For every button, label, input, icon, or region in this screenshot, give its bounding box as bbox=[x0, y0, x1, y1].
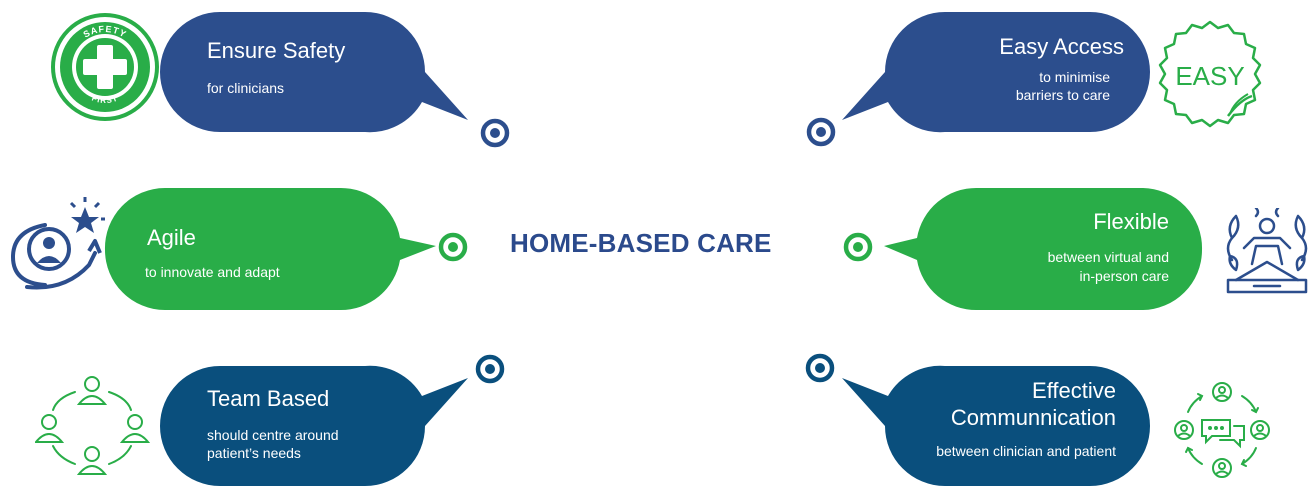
easy-badge-icon: EASY bbox=[1152, 18, 1268, 130]
communication-chat-icon bbox=[1172, 380, 1272, 480]
agile-title: Agile bbox=[147, 225, 196, 250]
target-icon bbox=[806, 117, 836, 147]
ensure-safety-card: Ensure Safety for clinicians bbox=[150, 12, 470, 133]
flexible-title: Flexible bbox=[1093, 209, 1169, 234]
flexible-subtitle-1: between virtual and bbox=[1047, 249, 1169, 265]
safety-first-badge-icon: SAFETY FIRST bbox=[50, 12, 160, 122]
effective-communication-title-1: Effective bbox=[1032, 378, 1116, 403]
center-title: HOME-BASED CARE bbox=[510, 228, 772, 258]
target-icon bbox=[805, 353, 835, 383]
meditation-icon bbox=[1222, 206, 1312, 298]
easy-access-subtitle-2: barriers to care bbox=[1015, 87, 1110, 103]
easy-access-title: Easy Access bbox=[999, 34, 1124, 59]
easy-access-card: Easy Access to minimise barriers to care bbox=[840, 12, 1160, 137]
safety-badge-top-text: SAFETY bbox=[82, 24, 128, 40]
target-icon bbox=[480, 118, 510, 148]
team-network-icon bbox=[33, 372, 151, 482]
agile-card: Agile to innovate and adapt bbox=[100, 187, 440, 313]
easy-badge-text: EASY bbox=[1175, 61, 1244, 91]
safety-badge-bottom-text: FIRST bbox=[91, 94, 119, 106]
flexible-subtitle-2: in-person care bbox=[1079, 268, 1170, 284]
svg-text:FIRST: FIRST bbox=[91, 94, 120, 106]
svg-text:SAFETY: SAFETY bbox=[82, 24, 129, 40]
agile-person-star-icon bbox=[5, 195, 115, 295]
ensure-safety-title: Ensure Safety bbox=[207, 38, 346, 63]
effective-communication-title-2: Communnication bbox=[950, 405, 1116, 430]
effective-communication-card: Effective Communnication between clinici… bbox=[840, 362, 1160, 486]
effective-communication-subtitle: between clinician and patient bbox=[936, 443, 1116, 459]
team-based-subtitle-2: patient’s needs bbox=[207, 445, 301, 461]
easy-access-subtitle-1: to minimise bbox=[1039, 69, 1110, 85]
target-icon bbox=[438, 232, 468, 262]
agile-subtitle: to innovate and adapt bbox=[145, 264, 280, 280]
target-icon bbox=[843, 232, 873, 262]
target-icon bbox=[475, 354, 505, 384]
team-based-card: Team Based should centre around patient’… bbox=[150, 362, 480, 486]
flexible-card: Flexible between virtual and in-person c… bbox=[882, 187, 1212, 313]
team-based-subtitle-1: should centre around bbox=[207, 427, 339, 443]
ensure-safety-subtitle: for clinicians bbox=[207, 80, 285, 96]
team-based-title: Team Based bbox=[207, 386, 330, 411]
